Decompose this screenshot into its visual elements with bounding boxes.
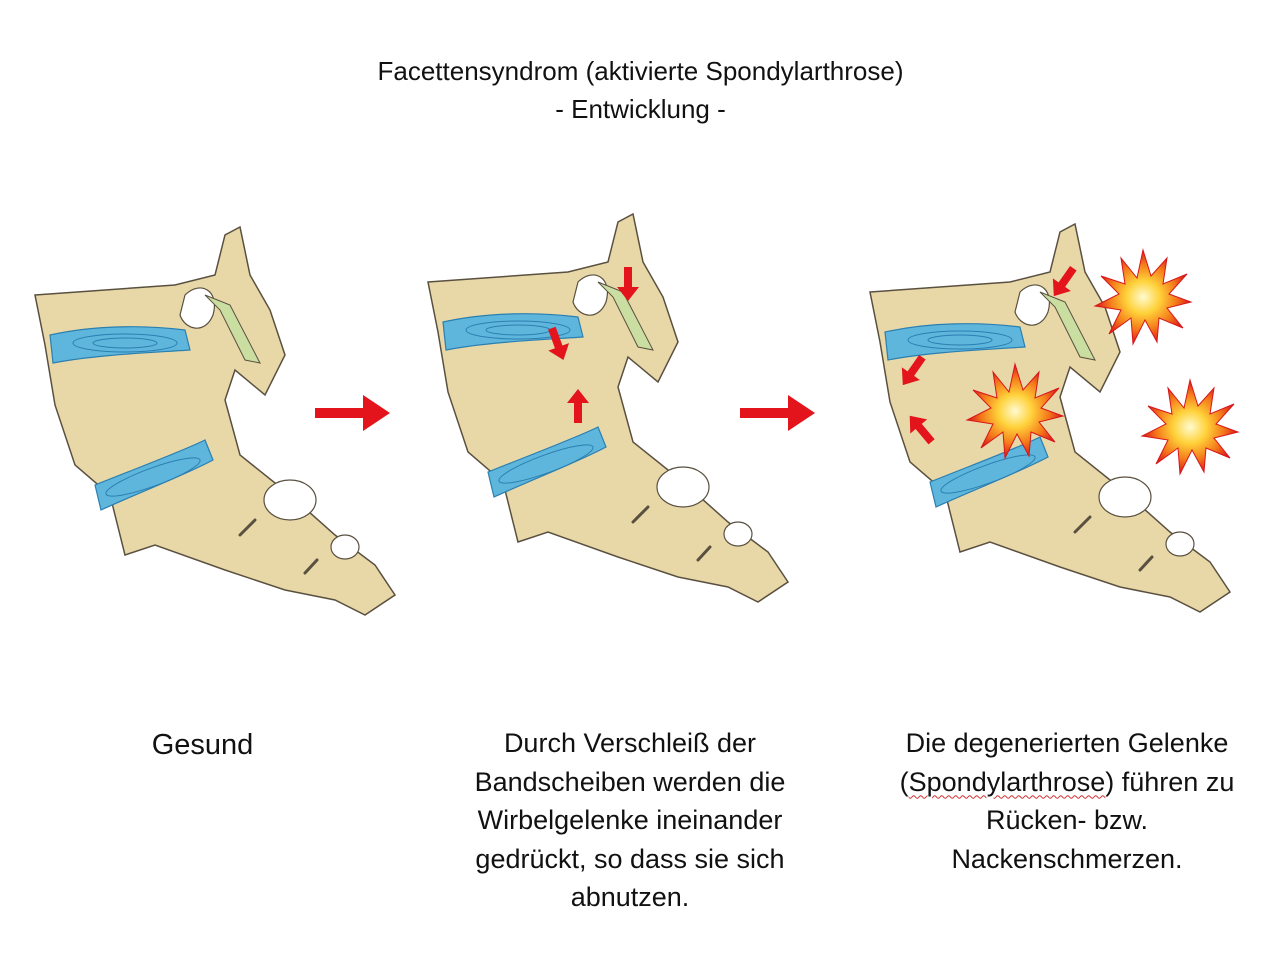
vertebra-healthy [33,225,397,617]
red-arrow-icon [315,395,390,431]
spine-illustration [33,212,1239,617]
caption-line: Bandscheiben werden die [474,766,786,797]
caption-line: abnutzen. [570,882,690,912]
caption-line: Die degenerierten Gelenke [905,728,1229,758]
red-arrow-icon [740,395,815,431]
vertebra-compressed [426,212,790,604]
caption-line: Rücken- bzw. [985,805,1149,835]
caption-line: gedrückt, so dass sie sich [475,843,785,874]
caption-line: Nackenschmerzen. [951,843,1183,874]
caption-line: Wirbelgelenke ineinander [477,805,783,835]
caption-degenerated: Die degenerierten Gelenke (Spondylarthro… [872,724,1262,878]
diagram-subtitle: - Entwicklung - [555,94,726,124]
pain-burst-icon [1141,379,1239,475]
caption-line: (Spondylarthrose) führen zu [872,763,1262,802]
spellcheck-word: Spondylarthrose [908,766,1106,797]
caption-suffix: ) führen zu [1105,766,1235,797]
diagram-title: Facettensyndrom (aktivierte Spondylarthr… [377,56,904,86]
caption-healthy: Gesund [151,729,254,761]
caption-compressed: Durch Verschleiß der Bandscheiben werden… [440,724,820,917]
caption-line: Durch Verschleiß der [503,728,757,758]
caption-prefix: ( [899,766,909,797]
